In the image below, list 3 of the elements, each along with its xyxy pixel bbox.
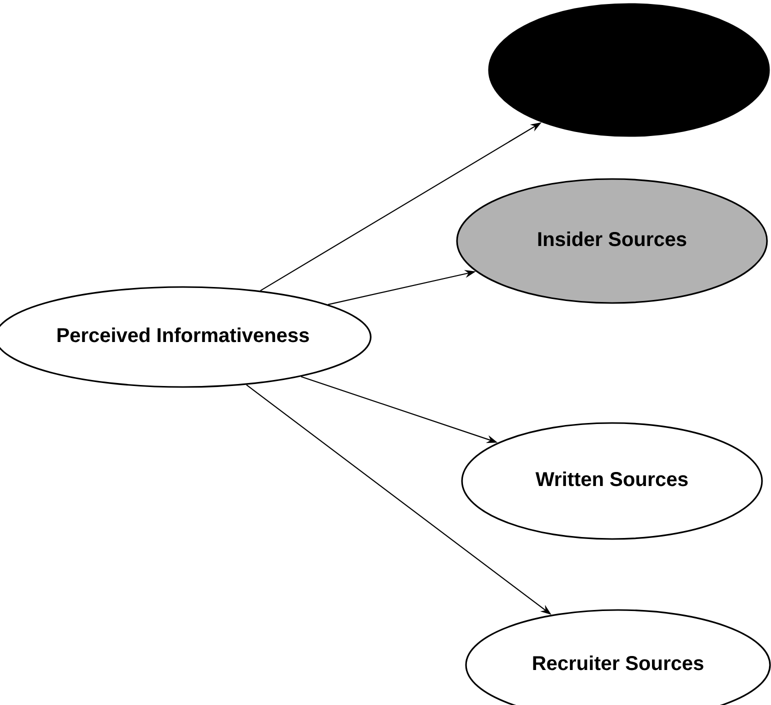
ellipse-node: Written Sources — [461, 422, 763, 540]
ellipse-node: Insider Sources — [456, 178, 768, 304]
ellipse-node — [488, 3, 770, 137]
